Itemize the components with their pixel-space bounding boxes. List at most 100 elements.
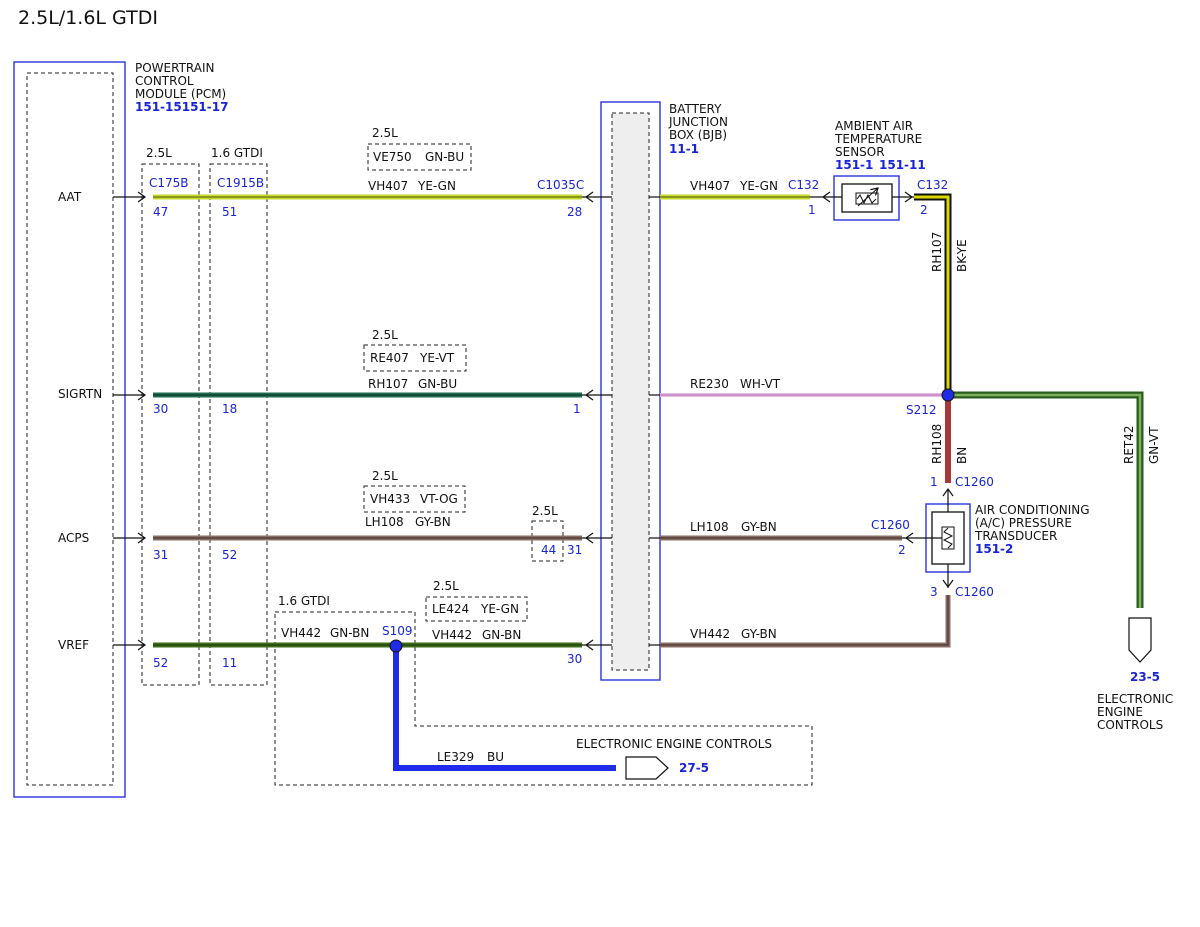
eec-right-label-line-3: CONTROLS	[1097, 718, 1163, 732]
wire-vref-right[interactable]	[660, 595, 951, 648]
pcm-module-box[interactable]	[13, 61, 126, 798]
acp-sensor-pin-top: 1	[930, 475, 938, 489]
aat-thermistor-arrow	[857, 188, 878, 207]
pcm-c1915b-pin-vref: 11	[222, 656, 237, 670]
wire-rh107-circuit: RH107	[930, 232, 944, 272]
pcm-pin-aat: AAT	[58, 190, 82, 204]
gtdi-group-outline	[274, 611, 813, 786]
wire-aat-right-circuit: VH407	[690, 179, 730, 193]
splice-s212[interactable]	[941, 388, 955, 402]
pcm-connector-c175b-variant: 2.5L	[146, 146, 172, 160]
wire-le329[interactable]	[393, 646, 616, 771]
pcm-pin-vref: VREF	[58, 638, 89, 652]
aat-sensor-ref-2[interactable]: 151-11	[879, 158, 926, 172]
sigrtn-variant-circuit: RE407	[370, 351, 409, 365]
pcm-pin-sigrtn: SIGRTN	[58, 387, 102, 401]
diagram-title: 2.5L/1.6L GTDI	[18, 7, 158, 29]
wire-aat-right-color: YE-GN	[739, 179, 778, 193]
pcm-connector-c175b-box	[141, 163, 200, 686]
bjb-pin-aat: 28	[567, 205, 582, 219]
wire-rh108-circuit: RH108	[930, 424, 944, 464]
sigrtn-variant-box	[363, 344, 467, 372]
acp-sensor-pin-left: 2	[898, 543, 906, 557]
bjb-alt-pin-number: 44	[541, 543, 556, 557]
wire-vref-left-circuit: VH442	[281, 626, 321, 640]
wire-sigrtn-left-circuit: RH107	[368, 377, 408, 391]
aat-variant-circuit: VE750	[373, 150, 412, 164]
acp-sensor-pin-bottom: 3	[930, 585, 938, 599]
vref-variant-circuit: LE424	[432, 602, 469, 616]
pcm-connector-c1915b-name: C1915B	[217, 176, 264, 190]
bjb-inner	[611, 112, 650, 671]
pcm-ref-link[interactable]: 151-15151-17	[135, 100, 228, 114]
bjb-terminal-arrows	[582, 191, 660, 651]
pcm-connector-c175b-name: C175B	[149, 176, 189, 190]
aat-variant-color: GN-BU	[425, 150, 464, 164]
wire-aat-left-circuit: VH407	[368, 179, 408, 193]
bjb-name-line-1: BATTERY	[669, 102, 722, 116]
wire-vref-mid-color: GN-BN	[482, 628, 521, 642]
wire-acps-right-circuit: LH108	[690, 520, 729, 534]
aat-sensor-pin-left: 1	[808, 203, 816, 217]
sigrtn-variant-label: 2.5L	[372, 328, 398, 342]
eec-bottom-ref-link[interactable]: 27-5	[679, 761, 709, 775]
wire-aat-left-color: YE-GN	[417, 179, 456, 193]
pcm-name-line-1: POWERTRAIN	[135, 61, 215, 75]
acps-variant-circuit: VH433	[370, 492, 410, 506]
eec-bottom-connector-icon[interactable]	[625, 756, 669, 780]
wire-sigrtn-right-circuit: RE230	[690, 377, 729, 391]
aat-sensor-connector-left: C132	[788, 178, 819, 192]
wire-acps-left-color: GY-BN	[415, 515, 451, 529]
pcm-name-line-3: MODULE (PCM)	[135, 87, 226, 101]
aat-sensor-name-1: AMBIENT AIR	[835, 119, 913, 133]
acp-sensor-name-3: TRANSDUCER	[974, 529, 1057, 543]
pcm-connector-c1915b-box	[209, 163, 268, 686]
wire-acps-right-color: GY-BN	[741, 520, 777, 534]
acp-sensor-name-1: AIR CONDITIONING	[975, 503, 1090, 517]
aat-sensor-pin-right: 2	[920, 203, 928, 217]
bjb-alt-pin-box	[531, 520, 564, 562]
bjb-pin-acps: 31	[567, 543, 582, 557]
acp-sensor-name-2: (A/C) PRESSURE	[975, 516, 1072, 530]
wire-vref-right-circuit: VH442	[690, 627, 730, 641]
vref-variant-box	[425, 596, 528, 622]
eec-right-ref-link[interactable]: 23-5	[1130, 670, 1160, 684]
acp-sensor-ref[interactable]: 151-2	[975, 542, 1013, 556]
acps-variant-box	[363, 485, 466, 513]
aat-sensor-name-3: SENSOR	[835, 145, 885, 159]
pcm-name-line-2: CONTROL	[135, 74, 194, 88]
splice-s109[interactable]	[389, 639, 403, 653]
wire-vref-left-color: GN-BN	[330, 626, 369, 640]
bjb-name-line-3: BOX (BJB)	[669, 128, 727, 142]
pcm-c1915b-pin-sigrtn: 18	[222, 402, 237, 416]
wire-sigrtn-right-color: WH-VT	[740, 377, 781, 391]
eec-right-label-line-1: ELECTRONIC	[1097, 692, 1173, 706]
aat-sensor-box[interactable]	[833, 175, 900, 221]
pcm-terminal-arrows	[113, 191, 147, 651]
eec-right-connector-icon[interactable]	[1128, 617, 1152, 663]
pcm-pin-acps: ACPS	[58, 531, 89, 545]
wire-vref-right-color: GY-BN	[741, 627, 777, 641]
pcm-c175b-pin-vref: 52	[153, 656, 168, 670]
bjb-pin-sigrtn: 1	[573, 402, 581, 416]
aat-thermistor-icon	[855, 192, 879, 205]
aat-sensor-ref-1[interactable]: 151-1	[835, 158, 873, 172]
eec-bottom-label: ELECTRONIC ENGINE CONTROLS	[576, 737, 772, 751]
pcm-connector-c1915b-variant: 1.6 GTDI	[211, 146, 263, 160]
wire-vref-mid-circuit: VH442	[432, 628, 472, 642]
bjb-box[interactable]	[600, 101, 661, 681]
bjb-ref-link[interactable]: 11-1	[669, 142, 699, 156]
sigrtn-variant-color: YE-VT	[419, 351, 455, 365]
bjb-alt-pin-variant: 2.5L	[532, 504, 558, 518]
wire-ret42-circuit: RET42	[1122, 425, 1136, 464]
gtdi-group-label: 1.6 GTDI	[278, 594, 330, 608]
bjb-pin-vref: 30	[567, 652, 582, 666]
acp-transducer-zigzag	[942, 527, 954, 549]
wire-ret42-gn-vt[interactable]	[948, 391, 1144, 608]
wire-sigrtn-left-color: GN-BU	[418, 377, 457, 391]
pcm-c1915b-pin-aat: 51	[222, 205, 237, 219]
bjb-connector-name: C1035C	[537, 178, 584, 192]
wire-rh107-bk-ye[interactable]	[914, 193, 952, 395]
pcm-c175b-pin-acps: 31	[153, 548, 168, 562]
aat-sensor-name-2: TEMPERATURE	[834, 132, 922, 146]
